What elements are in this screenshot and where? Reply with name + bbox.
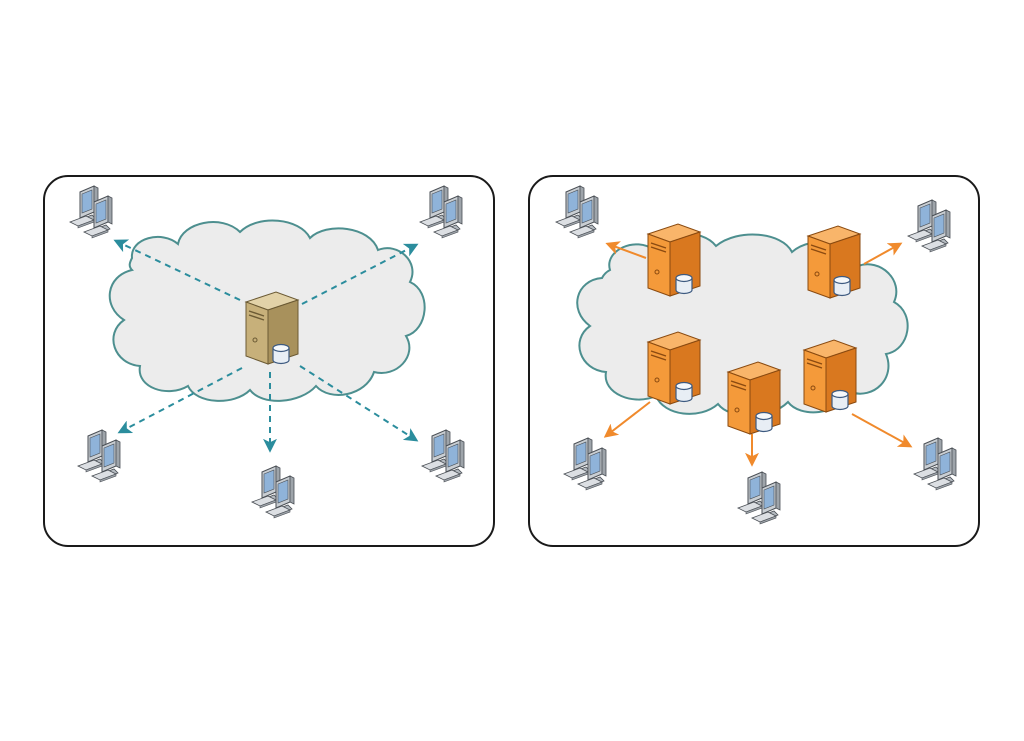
arrow bbox=[605, 241, 647, 259]
arrows-centralized bbox=[113, 239, 419, 453]
database-icon bbox=[755, 411, 773, 433]
arrow bbox=[113, 239, 241, 301]
arrows-distributed bbox=[603, 241, 913, 467]
arrow bbox=[299, 365, 419, 442]
arrow bbox=[603, 401, 651, 438]
arrow bbox=[863, 242, 903, 265]
database-icon bbox=[675, 273, 693, 295]
arrow bbox=[851, 413, 913, 448]
panel-centralized bbox=[43, 175, 495, 547]
database-icon bbox=[675, 381, 693, 403]
database-icon bbox=[831, 389, 849, 411]
server-icon bbox=[245, 291, 299, 365]
database-icon bbox=[272, 343, 290, 365]
database-icon bbox=[833, 275, 851, 297]
panel-distributed bbox=[528, 175, 980, 547]
arrow bbox=[117, 367, 243, 434]
